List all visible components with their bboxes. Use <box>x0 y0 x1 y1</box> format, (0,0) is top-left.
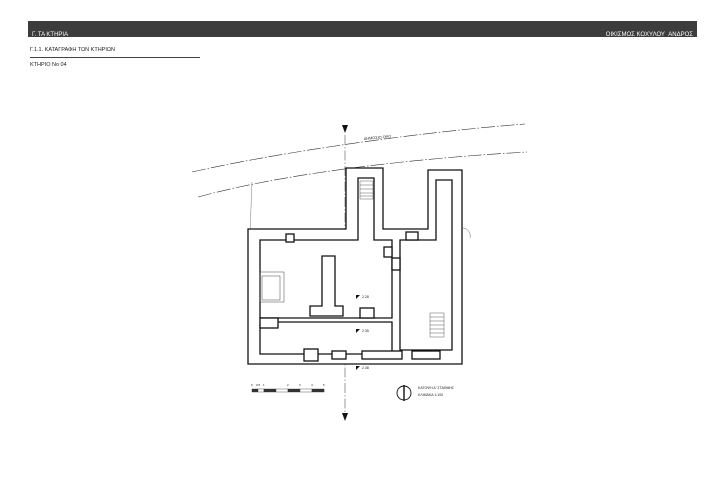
stairs-right <box>429 312 445 338</box>
building-number: ΚΤΗΡΙΟ Νο 04 <box>30 62 67 68</box>
scale-tick-3: 2 <box>287 383 289 387</box>
scale-tick-0: 0 <box>251 383 253 387</box>
scale-tick-1: 0.5 <box>256 383 261 387</box>
scale-tick-4: 3 <box>299 383 301 387</box>
header-bar: Γ. ΤΑ ΚΤΗΡΙΑ ΟΙΚΙΣΜΟΣ ΚΟΧΥΛΟΥ_ΑΝΔΡΟΣ <box>28 21 697 38</box>
header-divider <box>30 57 200 58</box>
walls <box>247 167 463 365</box>
road-label: ΔΗΜΟΣΙΟ ΟΡΟ <box>364 135 392 141</box>
hearth <box>259 271 285 303</box>
door-swing <box>461 227 471 239</box>
chapter-title: Γ.1.1. ΚΑΤΑΓΡΑΦΗ ΤΩΝ ΚΤΗΡΙΩΝ <box>30 47 115 53</box>
level-marker-2: 2.35 <box>362 329 369 333</box>
settlement-title: ΟΙΚΙΣΜΟΣ ΚΟΧΥΛΟΥ_ΑΝΔΡΟΣ <box>605 32 693 38</box>
section-line <box>342 125 348 421</box>
north-arrow <box>396 385 412 401</box>
level-markers: 2.28 2.35 2.38 <box>356 295 369 370</box>
legend-title: ΚΑΤΟΨΗ Α' ΣΤΑΘΜΗΣ <box>418 386 455 390</box>
stairs-upper <box>359 180 374 200</box>
level-marker-3: 2.38 <box>362 366 369 370</box>
scale-tick-6: 5 <box>323 383 325 387</box>
scale-tick-5: 4 <box>311 383 313 387</box>
scale-bar: 0 0.5 1 2 3 4 5 <box>251 383 325 393</box>
scale-tick-2: 1 <box>263 383 265 387</box>
legend-scale: ΚΛΙΜΑΚΑ 1:100 <box>418 393 443 397</box>
level-marker-1: 2.28 <box>362 295 369 299</box>
property-boundary <box>249 181 256 233</box>
section-title: Γ. ΤΑ ΚΤΗΡΙΑ <box>32 32 69 38</box>
